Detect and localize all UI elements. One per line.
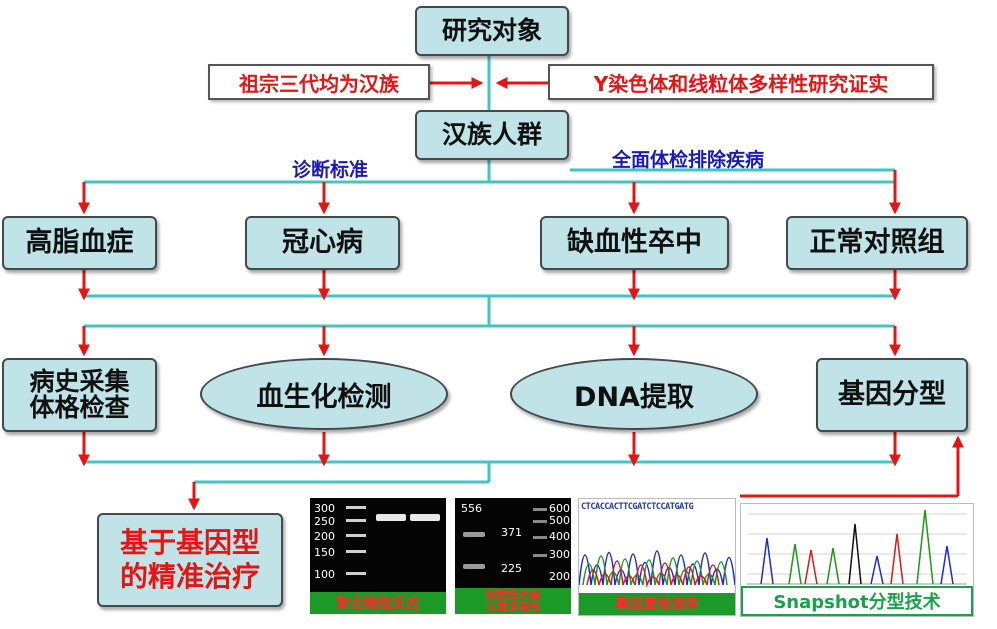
- snapshot-image: Snapshot分型技术: [740, 503, 974, 617]
- pcr-tick: 300: [314, 502, 335, 515]
- pcr-tick: 200: [314, 530, 335, 543]
- rflp-tick: 600: [549, 502, 570, 515]
- step-genotyping: 基因分型: [816, 358, 968, 432]
- rflp-tick: 400: [549, 530, 570, 543]
- sequencing-label: 基因直接测序: [579, 593, 735, 615]
- pcr-label: 聚合酶链反应: [310, 592, 446, 614]
- rflp-tick: 300: [549, 548, 570, 561]
- rflp-tick: 556: [461, 502, 482, 515]
- pcr-tick: 250: [314, 515, 335, 528]
- precision-treatment-box: 基于基因型 的精准治疗: [97, 513, 283, 607]
- rflp-gel-image: 556 371 225 600 500 400 300 200 限制性片段 长度…: [455, 498, 571, 614]
- step-biochem: 血生化检测: [200, 358, 448, 430]
- research-subject-box: 研究对象: [415, 6, 569, 56]
- sequencing-image: CTCACCACTTCGATCTCCATGATG 基因直接测序: [578, 498, 736, 616]
- step-dna: DNA提取: [510, 358, 758, 430]
- caption-diagnosis: 诊断标准: [292, 159, 369, 181]
- rflp-label: 限制性片段 长度多态性: [455, 588, 571, 614]
- snapshot-label: Snapshot分型技术: [741, 586, 973, 616]
- rflp-tick: 200: [549, 570, 570, 583]
- pcr-tick: 100: [314, 568, 335, 581]
- group-hyperlipidemia: 高脂血症: [2, 216, 157, 270]
- note-ancestry: 祖宗三代均为汉族: [208, 64, 430, 100]
- rflp-band-label: 371: [501, 526, 522, 539]
- pcr-gel-image: 300 250 200 150 100 聚合酶链反应: [310, 498, 446, 614]
- group-chd: 冠心病: [245, 216, 400, 270]
- note-chromosome: Y染色体和线粒体多样性研究证实: [548, 64, 934, 100]
- caption-exam: 全面体检排除疾病: [612, 149, 765, 171]
- group-control: 正常对照组: [786, 216, 968, 270]
- pcr-tick: 150: [314, 546, 335, 559]
- han-population-box: 汉族人群: [415, 110, 569, 160]
- group-stroke: 缺血性卒中: [540, 216, 729, 270]
- rflp-band-label: 225: [501, 562, 522, 575]
- step-history-exam: 病史采集 体格检查: [2, 358, 157, 432]
- rflp-tick: 500: [549, 514, 570, 527]
- dna-sequence-text: CTCACCACTTCGATCTCCATGATG: [581, 502, 694, 512]
